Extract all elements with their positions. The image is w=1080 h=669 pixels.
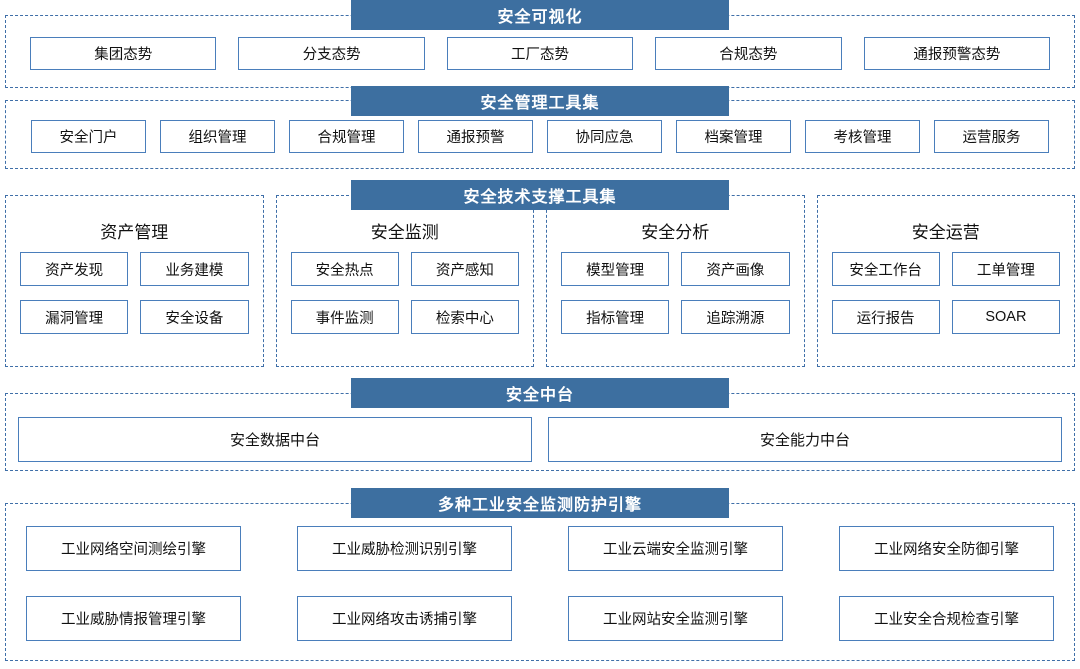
middle-platform-item-capability-platform[interactable]: 安全能力中台 bbox=[548, 417, 1062, 462]
tech-group-security-analysis-title: 安全分析 bbox=[641, 223, 710, 242]
tech-item-security-workbench[interactable]: 安全工作台 bbox=[831, 252, 940, 286]
section-technical-support: 安全技术支撑工具集 资产管理 资产发现 业务建模 漏洞管理 安全设备 bbox=[0, 180, 1080, 370]
middle-platform-item-row: 安全数据中台 安全能力中台 bbox=[18, 417, 1062, 462]
tech-item-asset-discovery[interactable]: 资产发现 bbox=[20, 252, 129, 286]
tech-group-security-monitoring-title: 安全监测 bbox=[370, 223, 439, 242]
management-item-org-management[interactable]: 组织管理 bbox=[160, 120, 275, 153]
visualization-item-compliance-situation[interactable]: 合规态势 bbox=[655, 37, 842, 70]
visualization-item-factory-situation[interactable]: 工厂态势 bbox=[446, 37, 634, 70]
tech-item-vulnerability-management[interactable]: 漏洞管理 bbox=[20, 300, 129, 334]
tech-item-security-devices[interactable]: 安全设备 bbox=[140, 300, 249, 334]
tech-group-security-analysis-grid: 模型管理 资产画像 指标管理 追踪溯源 bbox=[561, 252, 790, 334]
section-middle-platform-banner: 安全中台 bbox=[351, 378, 729, 408]
management-item-alert-notification[interactable]: 通报预警 bbox=[418, 120, 533, 153]
engines-row: 工业网络空间测绘引擎 工业威胁检测识别引擎 工业云端安全监测引擎 工业网络安全防… bbox=[26, 526, 1054, 571]
tech-group-asset-management: 资产管理 资产发现 业务建模 漏洞管理 安全设备 bbox=[5, 195, 264, 367]
engine-item-website-security-monitoring[interactable]: 工业网站安全监测引擎 bbox=[568, 596, 783, 641]
tech-group-security-operations-grid: 安全工作台 工单管理 运行报告 SOAR bbox=[831, 252, 1060, 334]
tech-item-soar[interactable]: SOAR bbox=[951, 300, 1060, 334]
engine-item-cloud-security-monitoring[interactable]: 工业云端安全监测引擎 bbox=[568, 526, 783, 571]
tech-group-row: 安全工作台 工单管理 bbox=[831, 252, 1060, 286]
management-item-assessment-management[interactable]: 考核管理 bbox=[805, 120, 920, 153]
tech-group-row: 资产发现 业务建模 bbox=[20, 252, 249, 286]
section-middle-platform: 安全中台 安全数据中台 安全能力中台 bbox=[0, 378, 1080, 478]
visualization-item-alert-situation[interactable]: 通报预警态势 bbox=[863, 37, 1051, 70]
technical-support-group-row: 资产管理 资产发现 业务建模 漏洞管理 安全设备 安全监测 bbox=[5, 195, 1075, 367]
tech-item-model-management[interactable]: 模型管理 bbox=[561, 252, 670, 286]
tech-group-row: 指标管理 追踪溯源 bbox=[561, 300, 790, 334]
engine-item-threat-detection[interactable]: 工业威胁检测识别引擎 bbox=[297, 526, 512, 571]
tech-group-security-operations-title: 安全运营 bbox=[911, 223, 980, 242]
visualization-item-group-situation[interactable]: 集团态势 bbox=[30, 37, 217, 70]
visualization-item-row: 集团态势 分支态势 工厂态势 合规态势 通报预警态势 bbox=[30, 37, 1051, 70]
tech-group-row: 事件监测 检索中心 bbox=[290, 300, 519, 334]
section-engines: 多种工业安全监测防护引擎 工业网络空间测绘引擎 工业威胁检测识别引擎 工业云端安… bbox=[0, 488, 1080, 669]
tech-item-security-hotspot[interactable]: 安全热点 bbox=[290, 252, 399, 286]
management-item-archive-management[interactable]: 档案管理 bbox=[676, 120, 791, 153]
tech-item-asset-profiling[interactable]: 资产画像 bbox=[681, 252, 790, 286]
tech-item-indicator-management[interactable]: 指标管理 bbox=[561, 300, 670, 334]
engines-grid: 工业网络空间测绘引擎 工业威胁检测识别引擎 工业云端安全监测引擎 工业网络安全防… bbox=[26, 526, 1054, 641]
engine-item-cyberspace-mapping[interactable]: 工业网络空间测绘引擎 bbox=[26, 526, 241, 571]
visualization-item-branch-situation[interactable]: 分支态势 bbox=[238, 37, 425, 70]
section-visualization-banner: 安全可视化 bbox=[351, 0, 729, 30]
engine-item-threat-intelligence[interactable]: 工业威胁情报管理引擎 bbox=[26, 596, 241, 641]
section-visualization: 安全可视化 集团态势 分支态势 工厂态势 合规态势 通报预警态势 bbox=[0, 0, 1080, 88]
tech-group-row: 模型管理 资产画像 bbox=[561, 252, 790, 286]
tech-group-row: 漏洞管理 安全设备 bbox=[20, 300, 249, 334]
tech-group-security-monitoring: 安全监测 安全热点 资产感知 事件监测 检索中心 bbox=[275, 195, 534, 367]
management-item-operation-service[interactable]: 运营服务 bbox=[934, 120, 1049, 153]
engine-item-compliance-inspection[interactable]: 工业安全合规检查引擎 bbox=[839, 596, 1054, 641]
middle-platform-item-data-platform[interactable]: 安全数据中台 bbox=[18, 417, 532, 462]
tech-group-security-operations: 安全运营 安全工作台 工单管理 运行报告 SOAR bbox=[816, 195, 1075, 367]
tech-item-event-monitoring[interactable]: 事件监测 bbox=[290, 300, 399, 334]
management-item-compliance-management[interactable]: 合规管理 bbox=[289, 120, 404, 153]
section-management-tools-banner: 安全管理工具集 bbox=[351, 86, 729, 116]
management-item-security-portal[interactable]: 安全门户 bbox=[31, 120, 146, 153]
tech-item-business-modeling[interactable]: 业务建模 bbox=[140, 252, 249, 286]
tech-group-row: 运行报告 SOAR bbox=[831, 300, 1060, 334]
tech-item-retrieval-center[interactable]: 检索中心 bbox=[410, 300, 519, 334]
management-item-collaborative-response[interactable]: 协同应急 bbox=[547, 120, 662, 153]
tech-group-asset-management-title: 资产管理 bbox=[100, 223, 169, 242]
tech-item-tracing-attribution[interactable]: 追踪溯源 bbox=[681, 300, 790, 334]
tech-group-security-monitoring-grid: 安全热点 资产感知 事件监测 检索中心 bbox=[290, 252, 519, 334]
engines-row: 工业威胁情报管理引擎 工业网络攻击诱捕引擎 工业网站安全监测引擎 工业安全合规检… bbox=[26, 596, 1054, 641]
tech-group-row: 安全热点 资产感知 bbox=[290, 252, 519, 286]
tech-item-ticket-management[interactable]: 工单管理 bbox=[951, 252, 1060, 286]
engine-item-attack-deception[interactable]: 工业网络攻击诱捕引擎 bbox=[297, 596, 512, 641]
tech-item-asset-perception[interactable]: 资产感知 bbox=[410, 252, 519, 286]
section-engines-banner: 多种工业安全监测防护引擎 bbox=[351, 488, 729, 518]
tech-group-asset-management-grid: 资产发现 业务建模 漏洞管理 安全设备 bbox=[20, 252, 249, 334]
tech-group-security-analysis: 安全分析 模型管理 资产画像 指标管理 追踪溯源 bbox=[546, 195, 805, 367]
tech-item-operation-report[interactable]: 运行报告 bbox=[831, 300, 940, 334]
engine-item-network-security-defense[interactable]: 工业网络安全防御引擎 bbox=[839, 526, 1054, 571]
section-management-tools: 安全管理工具集 安全门户 组织管理 合规管理 通报预警 协同应急 档案管理 考核… bbox=[0, 86, 1080, 169]
section-technical-support-banner: 安全技术支撑工具集 bbox=[351, 180, 729, 210]
management-tools-item-row: 安全门户 组织管理 合规管理 通报预警 协同应急 档案管理 考核管理 运营服务 bbox=[31, 120, 1049, 153]
